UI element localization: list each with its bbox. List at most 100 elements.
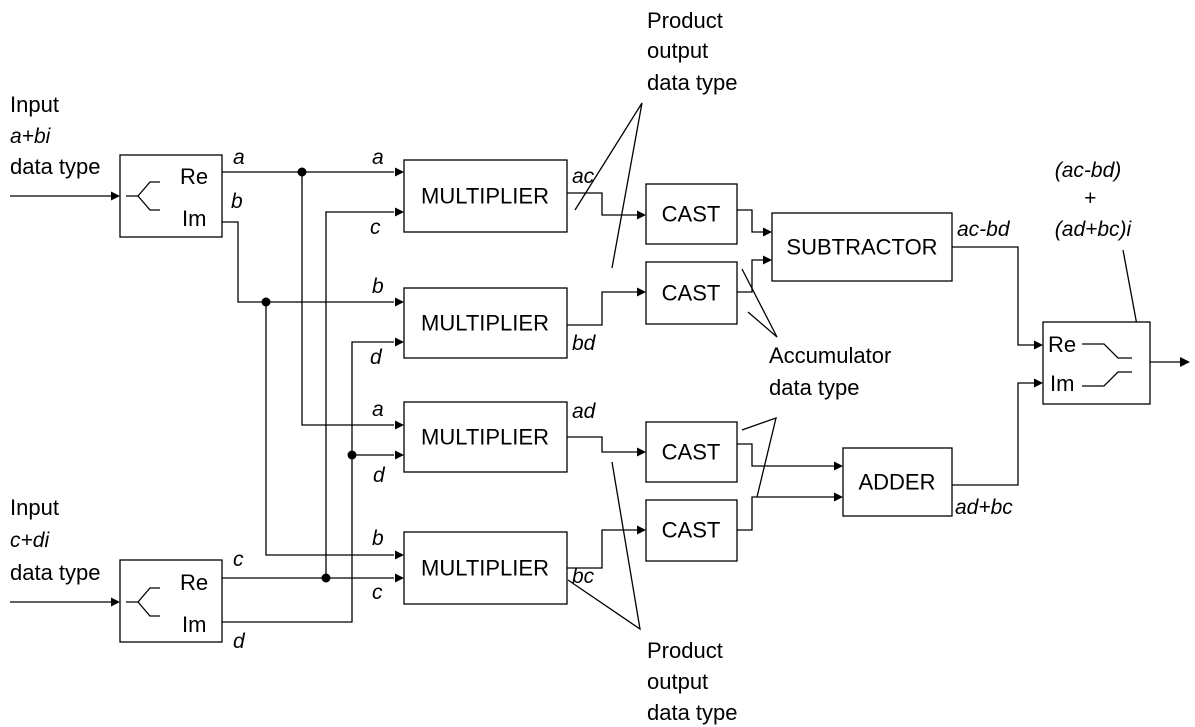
splitter-box [119,559,223,643]
port-re-label: Re [1048,332,1076,357]
wire-ac [567,192,637,216]
signal-label-ac: ac [572,165,595,188]
cast-block-3 [645,421,738,483]
signal-label-c: c [372,581,383,604]
cast-label: CAST [662,440,721,465]
annotation-line: Product [647,8,723,33]
wire-ad [567,436,637,453]
annotation-line: data type [769,375,860,400]
arrowhead [395,550,404,560]
wire-sub-out [952,246,1034,346]
input-cd-label: Input c+di data type [10,495,101,585]
arrowhead [1034,378,1043,388]
output-line-3: (ad+bc)i [1055,218,1133,241]
signal-label-d: d [233,630,246,653]
pointer-accumulator-bottom [741,416,777,498]
wires [10,102,1180,631]
arrowheads [111,167,1190,607]
wire-b-branch [265,302,394,556]
signal-label-d: d [373,464,386,487]
cast-block-4 [645,499,738,562]
wire-bc [567,529,637,569]
pointer-product-top [574,102,643,269]
junction-dot-c [321,573,331,583]
pointer-product-bottom [567,461,641,631]
signal-label-c: c [233,548,244,571]
signal-label-ad: ad [572,400,597,423]
cast-blocks: CAST CAST CAST CAST [645,183,738,562]
cast-label: CAST [662,202,721,227]
cast-label: CAST [662,281,721,306]
wire-add-out [952,382,1034,486]
signal-label-a: a [372,146,384,169]
arrowhead [1034,340,1043,350]
junction-dot-a [297,167,307,177]
subtractor-box [771,212,953,282]
multiplier-blocks: MULTIPLIER MULTIPLIER MULTIPLIER MULTIPL… [403,159,568,605]
signal-label-a: a [233,146,245,169]
signal-label-b: b [372,527,384,550]
arrowhead [395,337,404,347]
arrowhead [395,450,404,460]
arrowhead [111,597,120,607]
split-icon [126,587,160,603]
arrowhead [395,573,404,583]
annotation-line: data type [647,70,738,95]
wire-cast3-add [737,443,834,467]
input-data-type: data type [10,560,101,585]
split-icon [126,181,160,197]
input-expression: a+bi [10,125,52,148]
complex-to-real-imag-splitter-2: Re Im [119,559,223,643]
arrowhead [763,227,772,237]
multiplier-block-4 [403,531,568,605]
input-title: Input [10,495,59,520]
input-data-type: data type [10,154,101,179]
subtractor-label: SUBTRACTOR [786,235,937,260]
arrowhead [637,210,646,220]
adder-block: ADDER [842,447,953,517]
signal-label-b: b [372,275,384,298]
complex-to-real-imag-splitter-1: Re Im [119,154,223,238]
multiplier-block-2 [403,287,568,359]
annotation-line: output [647,669,708,694]
junction-dot-b [261,297,271,307]
cast-block-1 [645,183,738,245]
combiner-box [1042,321,1151,405]
arrowhead [395,297,404,307]
multiplier-block-3 [403,401,568,473]
signal-label-c: c [370,216,381,239]
wire-b-main [222,221,394,303]
port-im-label: Im [182,612,206,637]
input-title: Input [10,92,59,117]
arrowhead [637,525,646,535]
signal-label-d: d [370,346,383,369]
arrowhead [1180,357,1190,367]
signal-label-ac-bd: ac-bd [957,218,1011,241]
multiplier-label: MULTIPLIER [421,311,549,336]
arrowhead [834,492,843,502]
split-icon [137,195,160,211]
adder-box [842,447,953,517]
adder-label: ADDER [858,470,935,495]
arrowhead [395,207,404,217]
split-icon [137,601,160,617]
input-expression: c+di [10,529,50,552]
port-im-label: Im [182,206,206,231]
annotation-line: Accumulator [769,343,891,368]
port-im-label: Im [1050,371,1074,396]
junctions [261,167,357,583]
arrowhead [834,461,843,471]
annotation-product-top: Product output data type [647,8,738,95]
wire-bd [567,291,637,326]
signal-label-ad-bc: ad+bc [955,496,1013,519]
multiplier-block-1 [403,159,568,233]
wire-cast4-add [737,496,834,531]
wire-cast2-sub [737,259,763,293]
wire-a-branch [301,172,394,426]
arrowhead [637,447,646,457]
annotation-line: data type [647,700,738,725]
combine-icon [1082,371,1132,387]
multiplier-label: MULTIPLIER [421,556,549,581]
multiplier-label: MULTIPLIER [421,425,549,450]
